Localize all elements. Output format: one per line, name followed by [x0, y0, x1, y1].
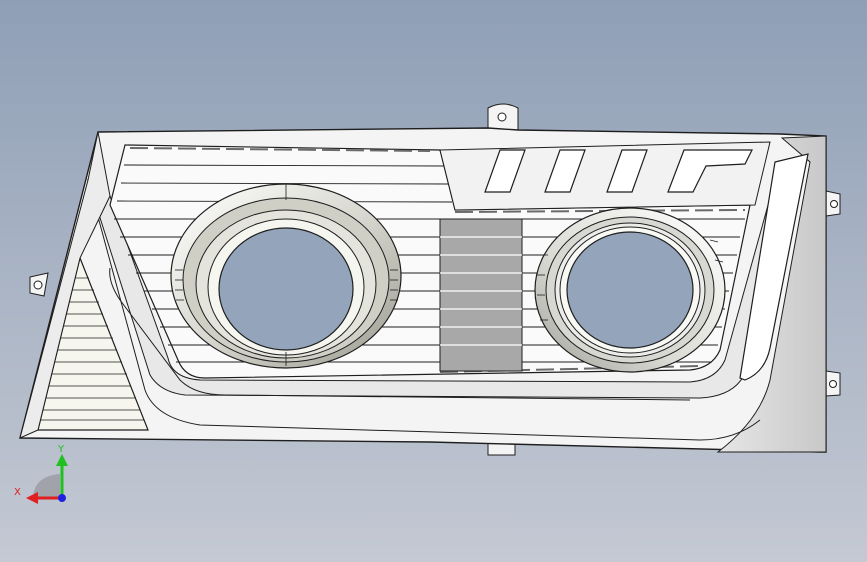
- lower-outer-curve: [87, 179, 761, 441]
- right-accent-strip: [739, 153, 809, 381]
- left-lamp-teeth: [175, 184, 398, 366]
- left-fog-lamp: [170, 183, 402, 369]
- mount-tab-left-hole: [33, 280, 43, 290]
- triad-z-axis: [58, 494, 66, 502]
- accent-slot-4: [667, 149, 753, 193]
- triad-x-arrow: [26, 492, 38, 504]
- left-vent-slats: [39, 277, 144, 421]
- mount-tab-top-hole: [497, 112, 507, 122]
- accent-slot-1: [484, 149, 526, 193]
- accent-slot-3: [606, 149, 648, 193]
- mount-tab-right-upper-hole: [830, 200, 838, 208]
- coordinate-triad[interactable]: X Y: [14, 444, 68, 504]
- center-insert-block: [439, 218, 523, 372]
- mounting-tabs: [29, 103, 841, 456]
- center-insert-slats: [440, 236, 522, 346]
- left-flange: [19, 131, 111, 439]
- mount-tab-right-lower-hole: [829, 380, 837, 388]
- lower-sweep-line: [109, 267, 691, 401]
- triad-y-arrow: [56, 454, 68, 466]
- right-lamp-teeth: [537, 239, 724, 321]
- accent-slot-2: [544, 149, 586, 193]
- right-lamp-opening: [566, 231, 694, 349]
- triad-plane-shade: [33, 474, 60, 498]
- triad-x-label: X: [14, 487, 21, 498]
- right-fog-lamp: [534, 207, 726, 373]
- accent-slots: [484, 149, 753, 193]
- triad-y-label: Y: [57, 444, 65, 455]
- left-lamp-opening: [218, 227, 354, 351]
- bezel-side-wall: [716, 135, 827, 453]
